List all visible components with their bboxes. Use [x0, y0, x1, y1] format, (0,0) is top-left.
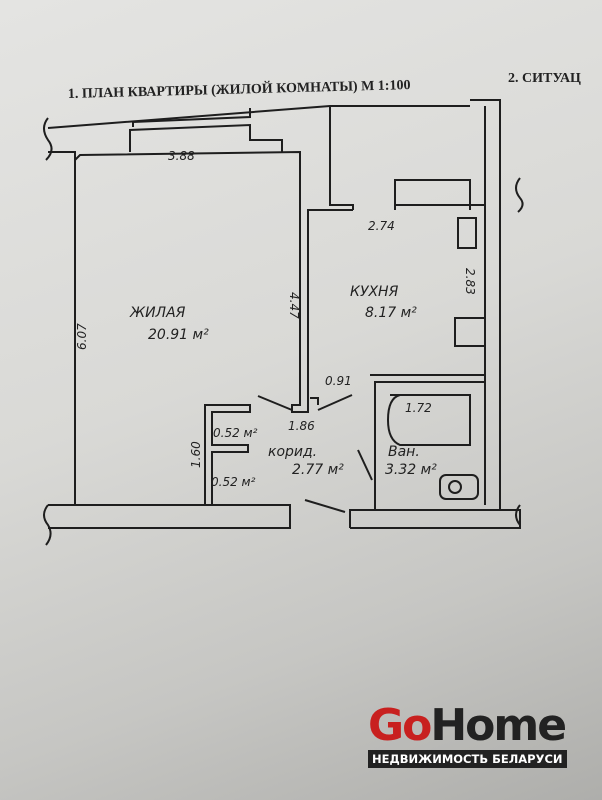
closet-walls: [204, 404, 251, 505]
door-width-label: 0.91: [325, 374, 352, 388]
sink: [439, 474, 479, 500]
living-room-walls: [74, 150, 353, 413]
corridor-width-label: 1.86: [288, 419, 315, 433]
kitchen-width-label: 2.74: [368, 219, 395, 233]
kitchen-name: КУХНЯ: [350, 284, 399, 300]
watermark-tagline: НЕДВИЖИМОСТЬ БЕЛАРУСИ: [368, 750, 567, 768]
kitchen-top-walls: [329, 106, 485, 210]
right-wall: [470, 99, 501, 510]
bottom-wall: [48, 504, 521, 529]
door-swings: [257, 394, 373, 513]
closet-1-area: 0.52 м²: [213, 426, 258, 440]
gohome-watermark: GoHome НЕДВИЖИМОСТЬ БЕЛАРУСИ: [368, 704, 567, 768]
bathroom-area: 3.32 м²: [385, 462, 437, 478]
kitchen-door-jamb: [310, 397, 319, 405]
kitchen-area: 8.17 м²: [365, 305, 417, 321]
bathtub-label: 1.72: [405, 401, 432, 415]
kitchen-depth-label: 2.83: [463, 268, 477, 295]
total-length-label: 6.07: [75, 323, 89, 350]
watermark-logo: GoHome: [368, 704, 567, 748]
left-wall: [48, 151, 76, 506]
walls: [43, 99, 524, 546]
situation-title: 2. СИТУАЦ: [508, 71, 581, 86]
kitchen-sink: [454, 317, 486, 347]
plan-title: 1. ПЛАН КВАРТИРЫ (ЖИЛОЙ КОМНАТЫ) М 1:100: [68, 76, 411, 102]
bathroom-walls: [370, 374, 486, 510]
top-wall: [47, 105, 470, 129]
living-width-label: 3.88: [168, 149, 195, 163]
living-depth-label: 4.47: [287, 292, 301, 319]
logo-home: Home: [430, 700, 567, 751]
stove: [457, 217, 477, 249]
window-ledge: [129, 108, 283, 152]
corridor-name: корид.: [268, 444, 317, 460]
bathtub: [386, 394, 471, 446]
corridor-area: 2.77 м²: [292, 462, 344, 478]
break-lines: [43, 117, 524, 546]
living-room-area: 20.91 м²: [148, 327, 209, 343]
logo-go: Go: [368, 700, 432, 751]
closet-2-area: 0.52 м²: [211, 475, 256, 489]
living-room-name: ЖИЛАЯ: [129, 305, 186, 321]
bathroom-name: Ван.: [388, 444, 420, 460]
sink-drain: [448, 480, 462, 494]
closet-length-label: 1.60: [189, 441, 203, 468]
